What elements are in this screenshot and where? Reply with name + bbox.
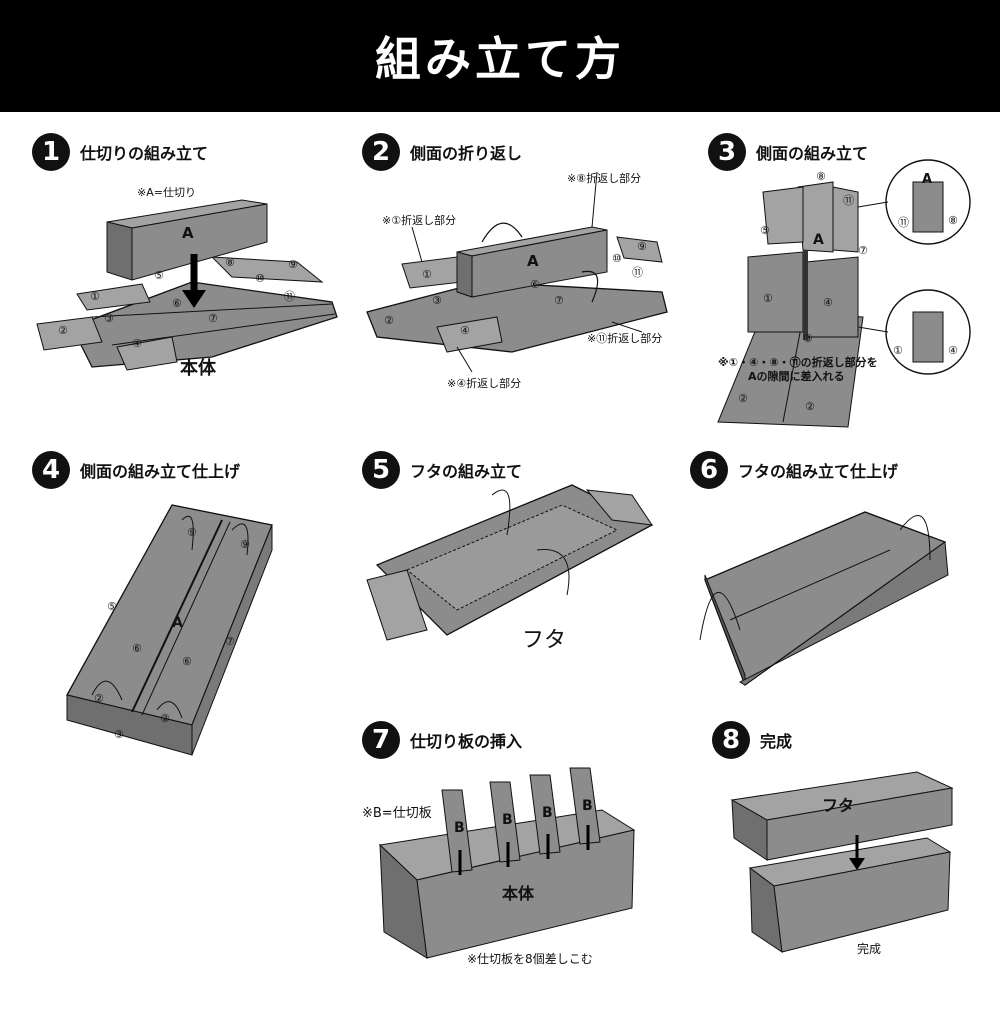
- marker: ⑦: [225, 635, 235, 648]
- note-fold-8: ※⑧折返し部分: [567, 172, 642, 185]
- step-title: 仕切り板の挿入: [410, 732, 523, 751]
- step-number: 4: [32, 451, 70, 489]
- marker: ⑤: [154, 269, 164, 282]
- marker: ③: [114, 728, 124, 741]
- marker: ⑦: [858, 244, 868, 257]
- marker: ⑨: [187, 526, 197, 539]
- marker: ⑥: [172, 297, 182, 310]
- step-8-diagram: [730, 771, 954, 954]
- marker: ②: [738, 392, 748, 405]
- step-title: 完成: [760, 732, 793, 751]
- marker: ⑦: [208, 312, 218, 325]
- marker: ⑧: [948, 214, 958, 227]
- marker: ①: [90, 290, 100, 303]
- step-6: 6 フタの組み立て仕上げ: [690, 450, 990, 750]
- marker: ②: [58, 324, 68, 337]
- instruction-line-2: Aの隙間に差入れる: [748, 370, 845, 383]
- step-number: 2: [362, 133, 400, 171]
- step-title: 側面の折り返し: [410, 144, 523, 163]
- step-number: 8: [712, 721, 750, 759]
- marker: ②: [384, 314, 394, 327]
- step-1-diagram: [36, 199, 338, 371]
- body-label: 本体: [180, 358, 216, 379]
- divider-label: B: [502, 812, 513, 828]
- step-title: フタの組み立て仕上げ: [738, 462, 899, 481]
- header-bar: 組み立て方: [0, 0, 1000, 112]
- marker: ⑩: [612, 252, 622, 265]
- part-label: A: [527, 252, 539, 270]
- note-fold-11: ※⑪折返し部分: [587, 332, 663, 345]
- marker: ⑤: [760, 224, 770, 237]
- marker: ①: [893, 344, 903, 357]
- step-7: 7 仕切り板の挿入 ※B=仕切板 B B B B 本体 ※仕切板を8個差しこむ: [362, 720, 682, 1020]
- marker: ④: [948, 344, 958, 357]
- marker: ②: [805, 400, 815, 413]
- divider-label: B: [582, 798, 593, 814]
- step-4-diagram: [66, 504, 273, 756]
- lid-label: フタ: [822, 796, 855, 815]
- step-number: 1: [32, 133, 70, 171]
- step-1: 1 仕切りの組み立て ※A=仕切り 本体 A ⑤ ⑧ ⑨ ⑩ ⑪ ① ⑥ ② ③…: [32, 132, 352, 432]
- divider-label: B: [454, 820, 465, 836]
- marker: ⑦: [554, 294, 564, 307]
- marker: ①: [763, 292, 773, 305]
- step-title: 側面の組み立て: [756, 144, 869, 163]
- marker: ⑨: [240, 538, 250, 551]
- part-label: A: [182, 224, 194, 242]
- marker: ③: [104, 312, 114, 325]
- note-fold-4: ※④折返し部分: [447, 377, 522, 390]
- marker: ⑧: [225, 256, 235, 269]
- step-title: 仕切りの組み立て: [80, 144, 209, 163]
- step-4: 4 側面の組み立て仕上げ A ⑨ ⑨ ⑤ ⑥ ⑥ ⑦ ② ② ③: [32, 450, 352, 756]
- marker: ⑪: [632, 266, 643, 279]
- marker: ⑪: [284, 290, 295, 303]
- step-7-diagram: [378, 767, 636, 959]
- step-number: 6: [690, 451, 728, 489]
- marker: ⑧: [816, 170, 826, 183]
- part-label: A: [172, 615, 183, 631]
- marker: ⑥: [530, 278, 540, 291]
- body-label: 本体: [502, 884, 535, 903]
- marker: ③: [432, 294, 442, 307]
- divider-label: B: [542, 805, 553, 821]
- marker: ①: [422, 268, 432, 281]
- marker: ②: [160, 712, 170, 725]
- note-fold-1: ※①折返し部分: [382, 214, 457, 227]
- marker: ④: [132, 337, 142, 350]
- marker: ⑥: [182, 655, 192, 668]
- step-number: 3: [708, 133, 746, 171]
- step-title: 側面の組み立て仕上げ: [80, 462, 241, 481]
- marker: ⑪: [843, 194, 854, 207]
- detail-label: A: [922, 172, 933, 187]
- lid-label: フタ: [522, 628, 567, 653]
- step-5-diagram: [366, 484, 654, 641]
- marker: ⑪: [898, 216, 909, 229]
- marker: ⑤: [107, 600, 117, 613]
- step-3-diagram: [717, 159, 971, 428]
- step-3: 3 側面の組み立て ※①・④・⑧・⑪の折返し部分を Aの隙間に差入れる A A …: [708, 132, 998, 432]
- step-note: ※B=仕切板: [362, 806, 432, 821]
- bottom-note: ※仕切板を8個差しこむ: [467, 952, 593, 966]
- marker: ⑨: [637, 240, 647, 253]
- instruction-line-1: ※①・④・⑧・⑪の折返し部分を: [718, 356, 878, 369]
- part-label: A: [813, 232, 824, 248]
- page-title: 組み立て方: [375, 32, 625, 86]
- step-title: フタの組み立て: [410, 462, 523, 481]
- step-8: 8 完成 フタ 完成: [712, 720, 992, 1020]
- marker: ②: [94, 692, 104, 705]
- step-note: ※A=仕切り: [137, 186, 196, 199]
- caption: 完成: [857, 942, 882, 956]
- step-number: 5: [362, 451, 400, 489]
- step-2: 2 側面の折り返し ※⑧折返し部分 ※①折返し部分 ※⑪折返し部分 ※④折返し部…: [362, 132, 682, 432]
- marker: ④: [823, 296, 833, 309]
- step-2-diagram: [366, 171, 668, 373]
- step-number: 7: [362, 721, 400, 759]
- marker: ④: [460, 324, 470, 337]
- marker: ⑩: [255, 272, 265, 285]
- step-6-diagram: [699, 511, 949, 687]
- marker: ⑥: [132, 642, 142, 655]
- marker: ⑨: [288, 258, 298, 271]
- step-5: 5 フタの組み立て フタ: [362, 450, 682, 750]
- marker: ③: [803, 332, 813, 345]
